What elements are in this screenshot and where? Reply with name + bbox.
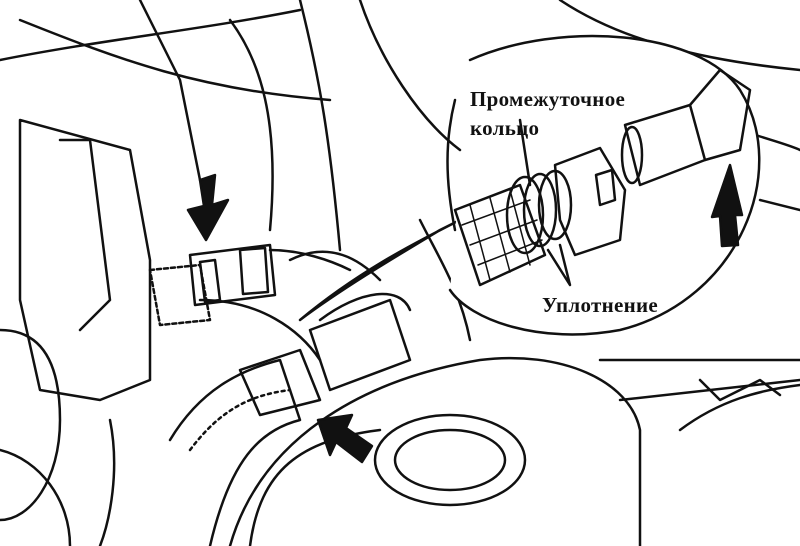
label-intermediate-ring: Промежуточное <box>470 87 626 111</box>
arrow-up-icon <box>710 163 744 248</box>
center-hose <box>168 292 412 546</box>
arrow-down-icon <box>186 173 230 242</box>
label-seal: Уплотнение <box>542 293 659 317</box>
magnified-detail <box>446 34 761 336</box>
label-intermediate-ring-line2: кольцо <box>470 116 540 140</box>
left-hose-fitting <box>148 243 352 327</box>
reservoir <box>228 356 642 546</box>
arrow-up-left-icon <box>316 413 374 464</box>
